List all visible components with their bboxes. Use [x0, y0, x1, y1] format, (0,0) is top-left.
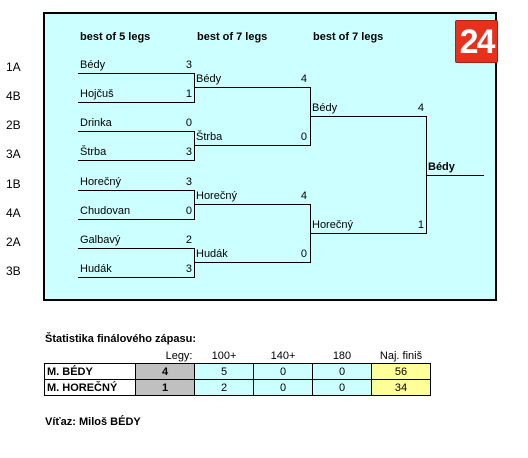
player-name: Štrba	[80, 146, 107, 158]
stats-header: 100+	[211, 349, 237, 362]
seed-label: 4A	[6, 206, 21, 220]
winner-text: Víťaz: Miloš BÉDY	[45, 416, 141, 428]
stats-180: 0	[312, 363, 372, 380]
stats-100: 5	[194, 363, 254, 380]
player-score: 3	[185, 59, 192, 71]
stats-100: 2	[194, 379, 254, 396]
stats-table: Legy: 100+ 140+ 180 Naj. finiš M. BÉDY 4…	[44, 348, 431, 396]
player-name: Horečný	[312, 219, 353, 231]
stats-player: M. HOREČNÝ	[44, 379, 136, 396]
stats-header: Legy:	[165, 349, 193, 362]
player-name: Hojčuš	[80, 88, 114, 100]
table-row: M. HOREČNÝ 1 2 0 0 34	[44, 379, 431, 396]
player-score: 4	[417, 102, 424, 114]
player-score: 3	[185, 263, 192, 275]
stats-header-row: Legy: 100+ 140+ 180 Naj. finiš	[45, 348, 431, 364]
player-score: 4	[300, 190, 307, 202]
player-name: Bédy	[80, 59, 106, 71]
stats-140: 0	[253, 363, 313, 380]
stats-140: 0	[253, 379, 313, 396]
player-name: Galbavý	[80, 234, 121, 246]
seed-label: 2B	[6, 118, 21, 132]
table-row: M. BÉDY 4 5 0 0 56	[44, 363, 431, 380]
seed-label: 1A	[6, 60, 21, 74]
player-score: 0	[185, 117, 192, 129]
player-score: 2	[185, 234, 192, 246]
round-header: best of 7 legs	[313, 31, 384, 43]
stats-header: Naj. finiš	[379, 349, 423, 362]
stats-legs: 4	[135, 363, 195, 380]
stats-180: 0	[312, 379, 372, 396]
round-header: best of 5 legs	[80, 31, 151, 43]
player-name: Drinka	[80, 117, 112, 129]
logo-text: 24	[459, 23, 496, 61]
stats-title: Štatistika finálového zápasu:	[45, 333, 196, 345]
player-name: Hudák	[196, 248, 228, 260]
player-name: Chudovan	[80, 205, 131, 217]
player-score: 3	[185, 146, 192, 158]
player-score: 0	[185, 205, 192, 217]
bracket-panel	[43, 12, 497, 301]
seed-label: 1B	[6, 177, 21, 191]
player-score: 0	[300, 248, 307, 260]
round-header: best of 7 legs	[197, 31, 268, 43]
player-score: 1	[417, 219, 424, 231]
stats-finish: 34	[371, 379, 431, 396]
stats-finish: 56	[371, 363, 431, 380]
player-name: Horečný	[196, 190, 237, 202]
seed-label: 3B	[6, 264, 21, 278]
stats-header-empty	[45, 348, 136, 364]
player-name: Horečný	[80, 176, 121, 188]
player-name: Bédy	[196, 73, 222, 85]
player-score: 1	[185, 88, 192, 100]
player-score: 0	[300, 131, 307, 143]
stats-header: 180	[332, 349, 352, 362]
stats-legs: 1	[135, 379, 195, 396]
stats-player: M. BÉDY	[44, 363, 136, 380]
bracket-winner: Bédy	[428, 161, 455, 173]
player-name: Bédy	[312, 102, 338, 114]
logo-24: 24	[455, 20, 498, 63]
stats-header: 140+	[270, 349, 296, 362]
seed-label: 4B	[6, 89, 21, 103]
player-name: Štrba	[196, 131, 223, 143]
player-name: Hudák	[80, 263, 112, 275]
player-score: 4	[300, 73, 307, 85]
seed-label: 2A	[6, 235, 21, 249]
seed-label: 3A	[6, 147, 21, 161]
player-score: 3	[185, 176, 192, 188]
